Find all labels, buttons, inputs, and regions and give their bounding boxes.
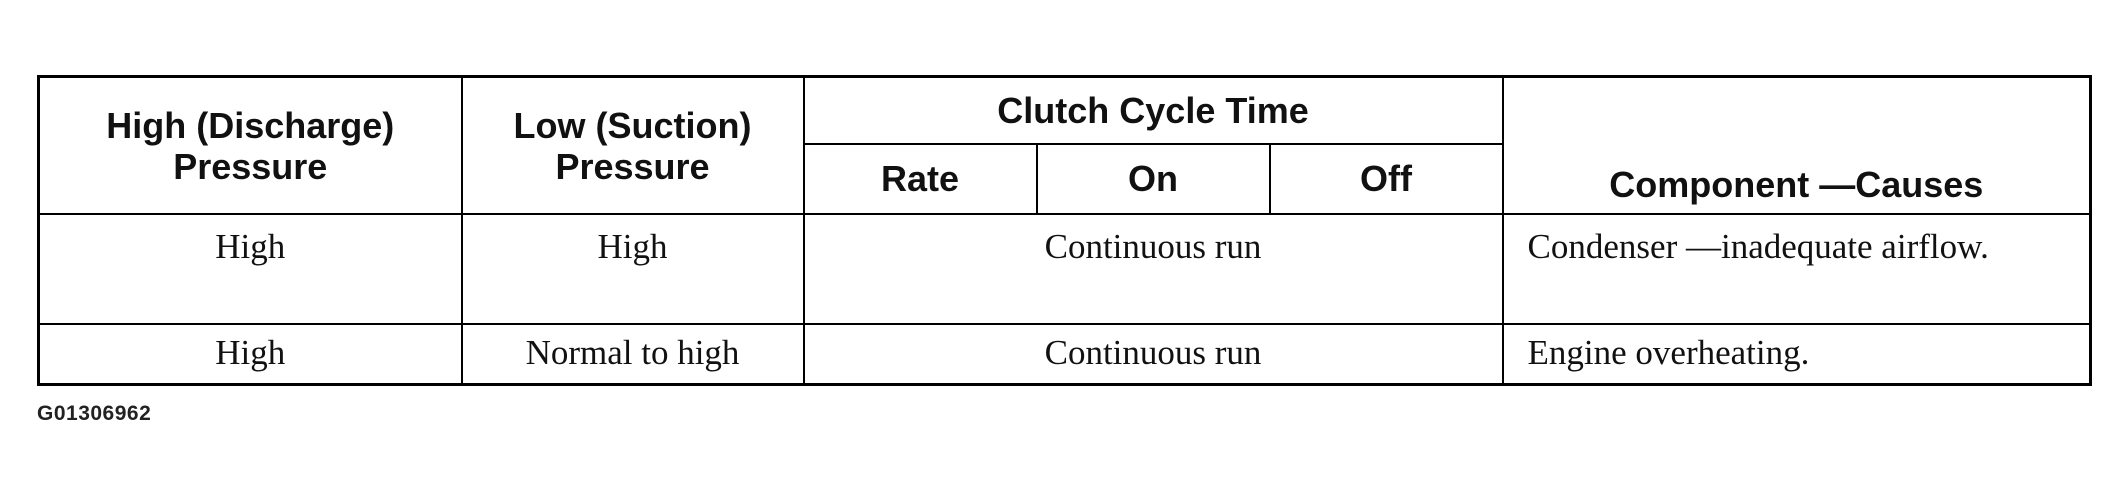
cell-component-cause: Engine overheating. [1501,323,2092,386]
table-row: High High Continuous run Condenser —inad… [37,213,2092,325]
header-rate: Rate [802,142,1038,216]
cell-high-pressure: High [37,213,463,325]
cell-clutch-cycle: Continuous run [802,323,1504,386]
header-on: On [1035,142,1271,216]
header-high-pressure-line1: High (Discharge) [106,104,395,146]
cell-component-cause: Condenser —inadequate airflow. [1501,213,2092,325]
figure-code: G01306962 [37,402,152,425]
cell-high-pressure: High [37,323,463,386]
header-clutch-cycle-time: Clutch Cycle Time [802,75,1504,145]
header-high-pressure: High (Discharge) Pressure [37,75,463,215]
header-off: Off [1268,142,1504,216]
cell-low-pressure: Normal to high [460,323,805,386]
header-high-pressure-line2: Pressure [173,145,328,187]
header-low-pressure-line2: Pressure [555,145,710,187]
table-row: High Normal to high Continuous run Engin… [37,323,2092,386]
header-component-causes: Component —Causes [1501,75,2092,215]
cell-low-pressure: High [460,213,805,325]
header-low-pressure-line1: Low (Suction) [513,104,752,146]
cell-clutch-cycle: Continuous run [802,213,1504,325]
header-low-pressure: Low (Suction) Pressure [460,75,805,215]
diagnosis-table: High (Discharge) Pressure Low (Suction) … [37,75,2093,386]
